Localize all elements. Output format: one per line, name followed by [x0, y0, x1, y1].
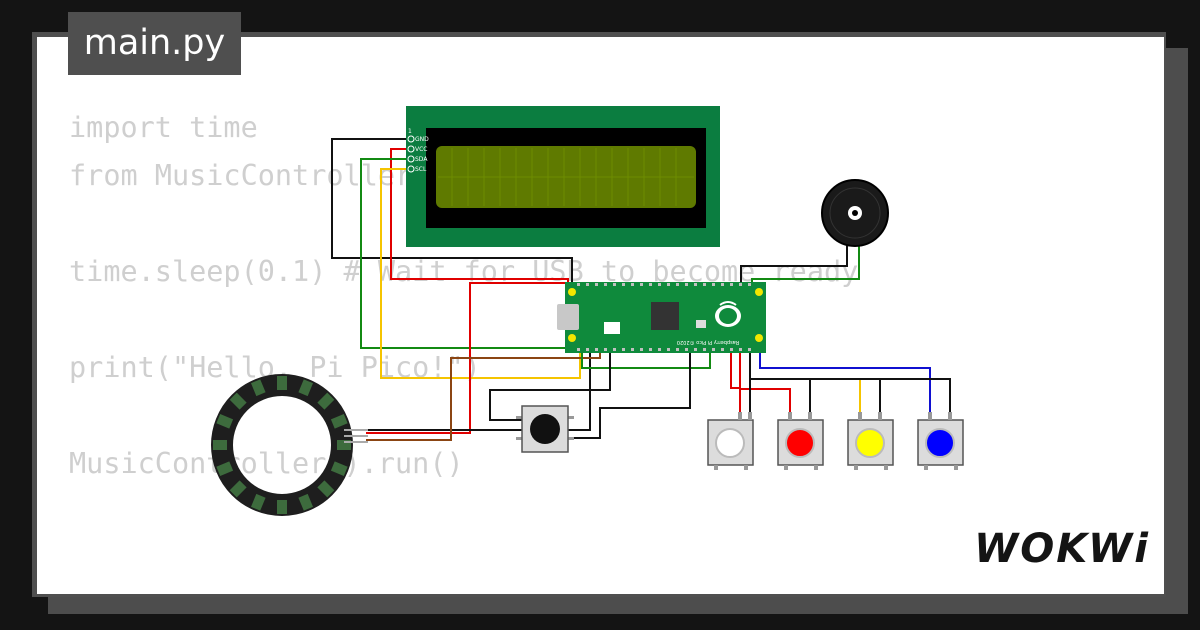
pico-board-label: Raspberry Pi Pico ©2020 — [677, 339, 739, 346]
wires — [331, 138, 951, 441]
raspberry-logo-icon — [715, 301, 741, 327]
wire-ring-gnd[interactable] — [366, 350, 591, 431]
wire-buzzer-gnd[interactable] — [740, 244, 848, 290]
lcd-pin-one-label: 1 — [408, 128, 412, 135]
wire-button-ground[interactable] — [749, 350, 951, 412]
wire-red-button[interactable] — [739, 350, 791, 412]
lcd-pin-gnd-label: GND — [415, 136, 429, 143]
code-line: time.sleep(0.1) # Wait for USB to become… — [69, 255, 859, 288]
pushbutton-red[interactable] — [777, 412, 824, 470]
pico-pin-header-top — [577, 283, 751, 286]
wokwi-logo: WOKWi — [974, 526, 1150, 572]
wire-lcd-scl[interactable] — [380, 168, 581, 379]
wire-ring-data[interactable] — [366, 350, 601, 441]
neopixel-leds — [213, 376, 351, 514]
file-tab[interactable]: main.py — [68, 12, 241, 75]
pushbutton-white[interactable] — [707, 412, 754, 470]
pushbutton-black[interactable] — [516, 405, 574, 453]
wire-ring-out[interactable] — [581, 350, 711, 369]
pico-pin-header-bottom — [577, 348, 751, 351]
wire-blue-button[interactable] — [759, 350, 931, 412]
pushbutton-blue[interactable] — [917, 412, 964, 470]
code-line: import time — [69, 111, 258, 144]
code-line: MusicController().run() — [69, 447, 464, 480]
lcd-pin-sda-label: SDA — [415, 156, 428, 163]
lcd-pin-vcc-label: VCC — [415, 146, 427, 153]
wire-white-button[interactable] — [730, 350, 741, 412]
buzzer[interactable] — [821, 179, 889, 247]
wire-lcd-sda[interactable] — [360, 158, 572, 349]
pushbutton-yellow[interactable] — [847, 412, 894, 470]
wire-lcd-gnd[interactable] — [331, 138, 573, 290]
wire-button-black-a[interactable] — [489, 350, 611, 421]
lcd-pin-scl-label: SCL — [415, 166, 427, 173]
raspberry-pi-pico[interactable]: Raspberry Pi Pico ©2020 — [557, 282, 766, 353]
lcd-character-cells — [438, 148, 694, 206]
code-line: from MusicController — [69, 159, 413, 192]
wire-button-black-b[interactable] — [568, 350, 691, 439]
lcd-display[interactable]: 1 GND VCC SDA SCL — [406, 106, 720, 247]
neopixel-ring[interactable] — [211, 374, 368, 516]
